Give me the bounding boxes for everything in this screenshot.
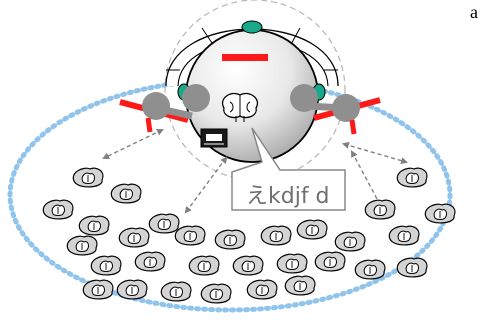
right-arm — [290, 84, 381, 135]
cell — [42, 199, 74, 220]
brain-icon — [221, 92, 259, 122]
cell — [388, 225, 420, 246]
cell — [118, 227, 150, 248]
cell — [354, 259, 386, 280]
cell — [364, 199, 396, 220]
cell — [174, 225, 206, 246]
cell — [246, 279, 278, 300]
callout — [231, 127, 346, 211]
cell — [396, 167, 428, 188]
cell — [334, 231, 366, 252]
cell — [116, 279, 148, 300]
cell — [314, 251, 346, 272]
cell — [396, 257, 428, 278]
cell — [134, 251, 166, 272]
cell — [66, 235, 98, 256]
left-arm — [119, 84, 210, 133]
cell — [148, 213, 180, 234]
cell — [72, 167, 104, 188]
arrow-left-arm — [102, 128, 164, 160]
panel-label: a — [470, 2, 478, 22]
cell — [260, 225, 292, 246]
cell — [110, 183, 142, 204]
cell — [90, 255, 122, 276]
callout-text: えkdjf d — [246, 184, 330, 209]
cell — [82, 279, 114, 300]
chip-icon — [200, 128, 228, 148]
arrow-left-down — [184, 156, 228, 214]
cell — [214, 229, 246, 250]
cell — [232, 255, 264, 276]
red-marker-head — [222, 54, 268, 61]
cell — [160, 281, 192, 302]
teal-connector-top — [241, 20, 263, 34]
cell — [296, 219, 328, 240]
cell — [188, 255, 220, 276]
cell — [78, 215, 110, 236]
cell — [276, 253, 308, 274]
cell — [424, 203, 456, 224]
arrow-right-arm — [341, 142, 409, 164]
cell — [284, 275, 316, 296]
cell — [200, 283, 232, 304]
